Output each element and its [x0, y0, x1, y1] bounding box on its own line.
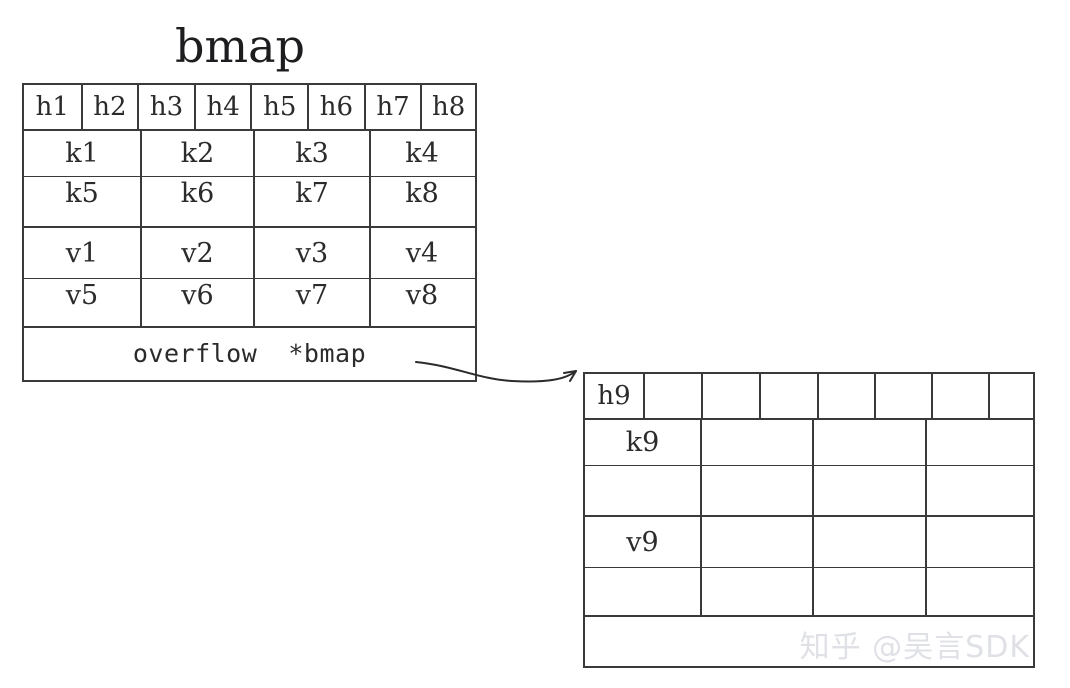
tophash-cell: h1 [35, 92, 69, 122]
key-cell [700, 420, 812, 465]
key-cell: k2 [140, 131, 253, 176]
keys-row-2 [585, 466, 1033, 517]
key-cell [700, 466, 812, 515]
tophash-cell: h2 [80, 85, 138, 129]
tophash-cell: h9 [597, 381, 631, 411]
key-cell [585, 466, 700, 515]
tophash-row: h9 [585, 374, 1033, 420]
tophash-cell: h3 [137, 85, 194, 129]
value-cell: v5 [65, 280, 99, 311]
value-cell: v7 [253, 279, 369, 326]
tophash-cell [643, 374, 701, 418]
value-cell: v2 [140, 228, 253, 278]
value-cell: v1 [65, 237, 99, 269]
keys-row-2: k5 k6 k7 k8 [24, 177, 475, 228]
value-cell: v3 [253, 228, 369, 278]
key-cell [925, 420, 1029, 465]
key-cell: k3 [253, 131, 369, 176]
values-row-1: v9 [585, 517, 1033, 568]
value-cell [812, 517, 925, 567]
page-title: bmap [175, 19, 305, 73]
key-cell: k4 [369, 131, 473, 176]
values-row-2: v5 v6 v7 v8 [24, 279, 475, 328]
tophash-row: h1 h2 h3 h4 h5 h6 h7 h8 [24, 85, 475, 131]
tophash-cell [931, 374, 988, 418]
key-cell [812, 420, 925, 465]
key-cell: k8 [369, 177, 473, 226]
value-cell: v9 [626, 526, 659, 558]
key-cell: k5 [65, 178, 99, 209]
value-cell [925, 517, 1029, 567]
tophash-cell: h7 [363, 85, 421, 129]
value-cell: v4 [369, 228, 473, 278]
value-cell [700, 517, 812, 567]
key-cell [925, 466, 1029, 515]
values-row-1: v1 v2 v3 v4 [24, 228, 475, 279]
main-bmap-bucket: h1 h2 h3 h4 h5 h6 h7 h8 k1 k2 k3 k4 k5 k… [22, 83, 477, 382]
key-cell: k1 [65, 138, 99, 169]
keys-row-1: k9 [585, 420, 1033, 466]
watermark: 知乎 @吴言SDK [799, 630, 1030, 665]
tophash-cell: h8 [420, 85, 475, 129]
value-cell: v8 [369, 279, 473, 326]
overflow-bmap-bucket: h9 k9 v9 [583, 372, 1035, 668]
tophash-cell [874, 374, 931, 418]
overflow-pointer-row: overflow *bmap [132, 338, 367, 368]
value-cell: v6 [140, 279, 253, 326]
tophash-cell: h5 [250, 85, 307, 129]
key-cell: k7 [253, 177, 369, 226]
tophash-cell [817, 374, 874, 418]
value-cell [700, 568, 812, 615]
values-row-2 [585, 568, 1033, 617]
key-cell: k6 [140, 177, 253, 226]
tophash-cell: h4 [193, 85, 251, 129]
keys-row-1: k1 k2 k3 k4 [24, 131, 475, 177]
value-cell [925, 568, 1029, 615]
tophash-cell [759, 374, 817, 418]
tophash-cell: h6 [307, 85, 364, 129]
tophash-cell [701, 374, 759, 418]
value-cell [585, 568, 700, 615]
value-cell [812, 568, 925, 615]
key-cell [812, 466, 925, 515]
tophash-cell [988, 374, 1025, 418]
key-cell: k9 [625, 427, 660, 458]
